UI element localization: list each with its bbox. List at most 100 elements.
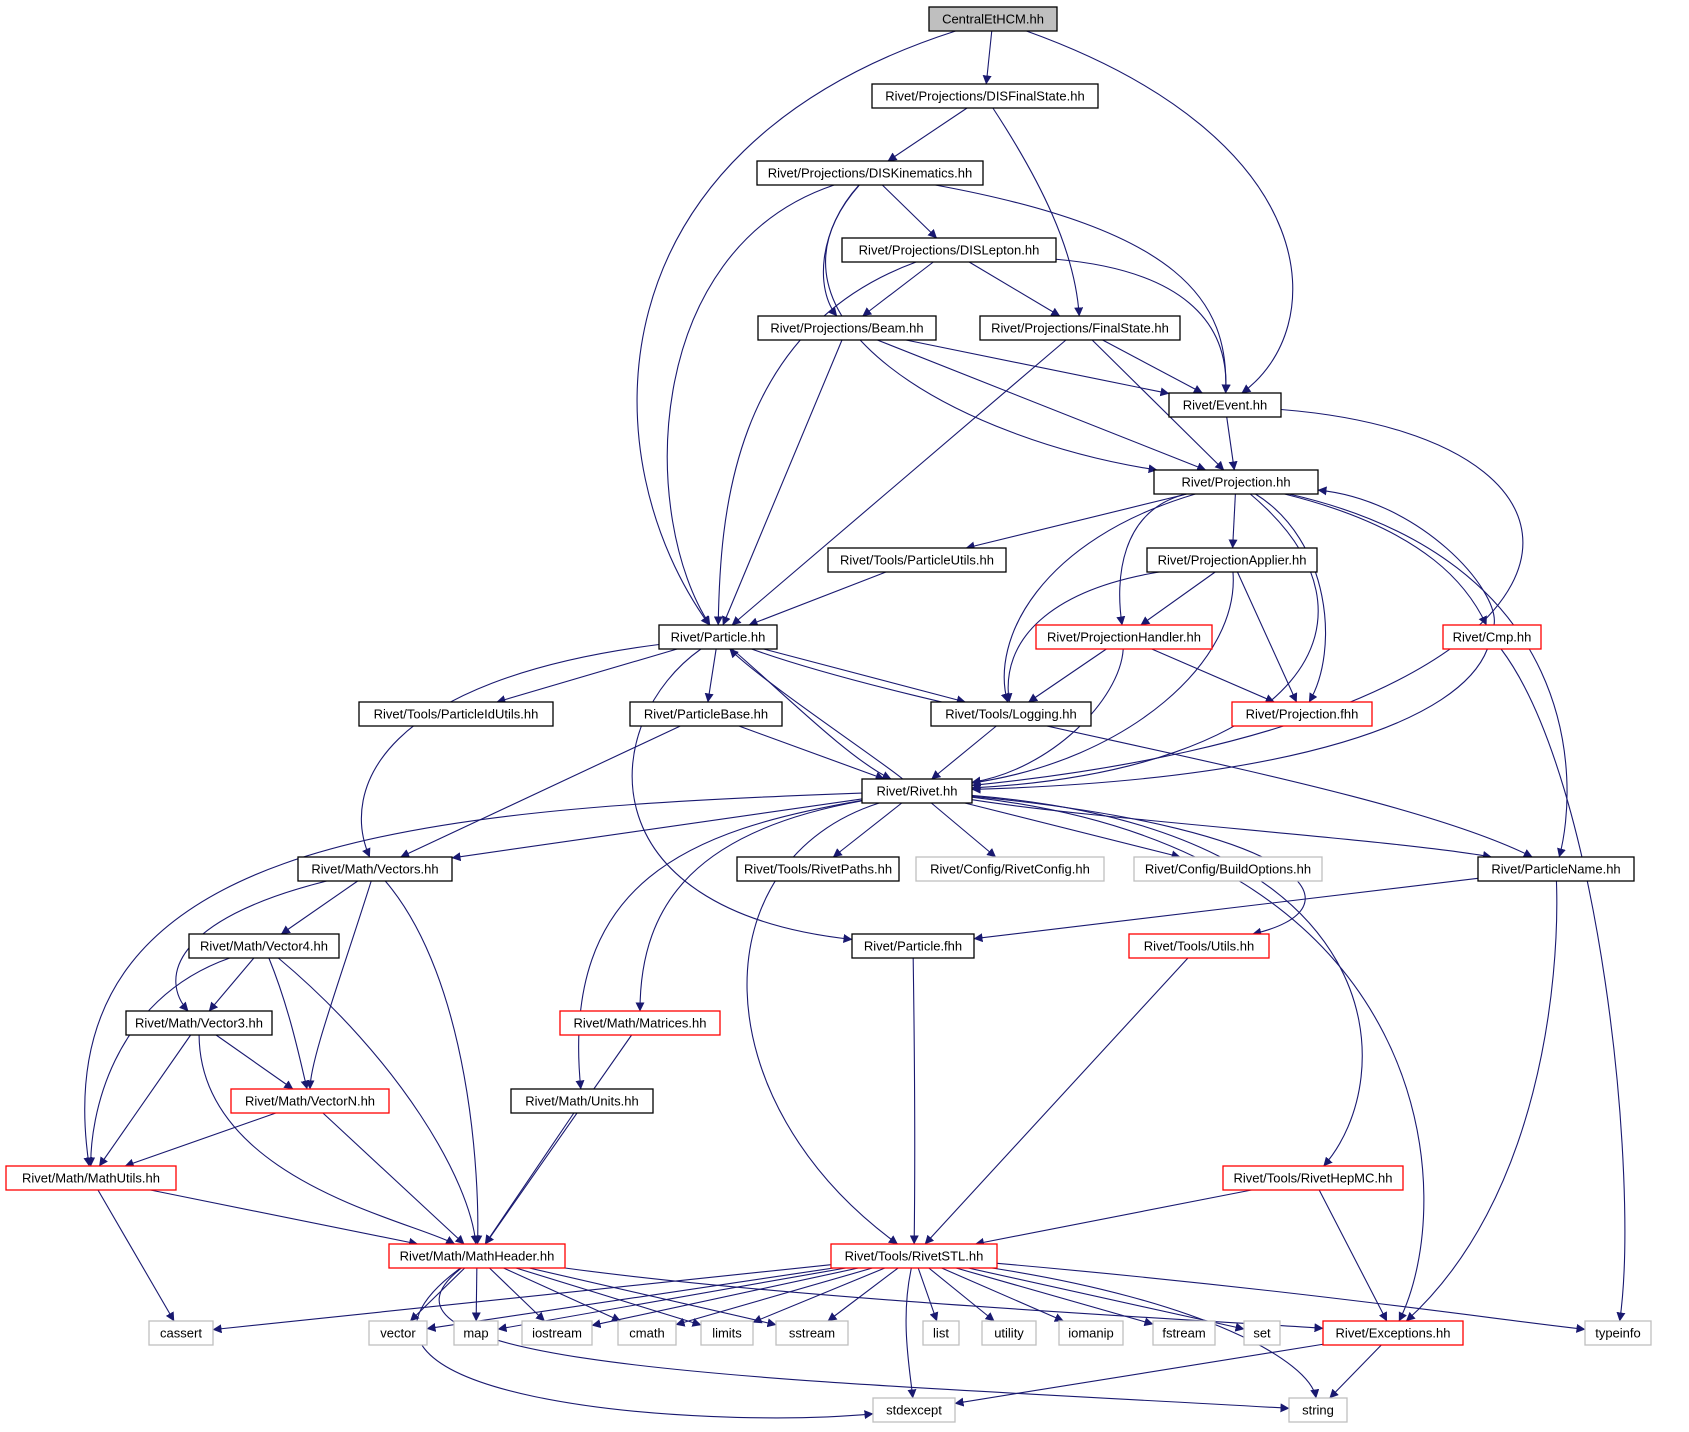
- edge-projection-to-partutils: [965, 493, 1188, 551]
- edge-dislep-to-finalstate: [968, 261, 1061, 317]
- node-box: [851, 933, 975, 959]
- node-projfhh[interactable]: Rivet/Projection.fhh: [1231, 701, 1373, 727]
- node-dislep[interactable]: Rivet/Projections/DISLepton.hh: [841, 237, 1057, 263]
- edge-diskin-to-projection: [825, 184, 1158, 474]
- node-label: Rivet/Math/MathHeader.hh: [400, 1249, 555, 1264]
- node-label: vector: [380, 1326, 416, 1341]
- node-cmp[interactable]: Rivet/Cmp.hh: [1442, 624, 1542, 650]
- node-box: [1222, 1165, 1404, 1191]
- edge-mathheader-to-sstream: [529, 1267, 777, 1328]
- node-particlefhh[interactable]: Rivet/Particle.fhh: [851, 933, 975, 959]
- edge-projhandler-to-rivet: [971, 648, 1124, 786]
- edge-rivetstl-to-typeinfo: [996, 1262, 1586, 1333]
- node-rivetstl[interactable]: Rivet/Tools/RivetSTL.hh: [830, 1243, 998, 1269]
- edge-projection-to-projfhh: [1255, 493, 1327, 703]
- node-box: [1477, 856, 1635, 882]
- edge-projapplier-to-rivet: [971, 571, 1234, 787]
- edge-rivetstl-to-map: [497, 1267, 846, 1333]
- node-box: [915, 856, 1105, 882]
- node-vector3[interactable]: Rivet/Math/Vector3.hh: [125, 1010, 273, 1036]
- edge-mathheader-to-vector: [409, 1267, 466, 1322]
- edge-projhandler-to-logging: [1028, 648, 1107, 703]
- node-box: [230, 1088, 390, 1114]
- node-buildopts: Rivet/Config/BuildOptions.hh: [1133, 856, 1323, 882]
- node-partidutils[interactable]: Rivet/Tools/ParticleIdUtils.hh: [358, 701, 554, 727]
- node-box: [148, 1320, 214, 1346]
- node-event[interactable]: Rivet/Event.hh: [1168, 392, 1282, 418]
- edge-disfs-to-diskin: [887, 107, 968, 162]
- edge-vectors-to-mathheader: [384, 880, 483, 1245]
- node-disfs[interactable]: Rivet/Projections/DISFinalState.hh: [871, 83, 1099, 109]
- edge-rivetstl-to-cassert: [212, 1264, 832, 1334]
- node-matrices[interactable]: Rivet/Math/Matrices.hh: [559, 1010, 721, 1036]
- node-label: stdexcept: [886, 1403, 942, 1418]
- node-box: [827, 547, 1007, 573]
- edge-disfs-to-finalstate: [992, 107, 1084, 317]
- node-label: Rivet/Config/BuildOptions.hh: [1145, 862, 1311, 877]
- node-finalstate[interactable]: Rivet/Projections/FinalState.hh: [979, 315, 1181, 341]
- node-projection[interactable]: Rivet/Projection.hh: [1153, 469, 1319, 495]
- node-projapplier[interactable]: Rivet/ProjectionApplier.hh: [1146, 547, 1318, 573]
- node-logging[interactable]: Rivet/Tools/Logging.hh: [930, 701, 1092, 727]
- node-box: [5, 1165, 177, 1191]
- edge-central-to-particle: [636, 30, 956, 626]
- node-label: Rivet/Tools/Logging.hh: [945, 707, 1077, 722]
- node-label: Rivet/Tools/RivetHepMC.hh: [1234, 1171, 1393, 1186]
- node-partbase[interactable]: Rivet/ParticleBase.hh: [629, 701, 783, 727]
- edge-rivet-to-rivetstl: [746, 802, 898, 1245]
- edge-rivet-to-particle: [729, 648, 904, 780]
- edge-rivetstl-to-sstream: [827, 1267, 899, 1322]
- node-units[interactable]: Rivet/Math/Units.hh: [510, 1088, 654, 1114]
- edge-hepmc-to-rivetstl: [974, 1189, 1252, 1247]
- node-rivetpaths[interactable]: Rivet/Tools/RivetPaths.hh: [736, 856, 900, 882]
- node-mathheader[interactable]: Rivet/Math/MathHeader.hh: [388, 1243, 566, 1269]
- edge-finalstate-to-particle: [731, 339, 1067, 626]
- edge-cmp-to-projection: [1317, 486, 1495, 626]
- edge-logging-to-rivet: [931, 725, 997, 780]
- edge-dislep-to-event: [1055, 258, 1231, 394]
- node-label: utility: [994, 1326, 1024, 1341]
- node-vectors[interactable]: Rivet/Math/Vectors.hh: [297, 856, 453, 882]
- edge-projhandler-to-projfhh: [1151, 648, 1275, 703]
- edge-particlefhh-to-rivetstl: [909, 957, 919, 1245]
- node-vector4[interactable]: Rivet/Math/Vector4.hh: [188, 933, 340, 959]
- node-partutils[interactable]: Rivet/Tools/ParticleUtils.hh: [827, 547, 1007, 573]
- node-projhandler[interactable]: Rivet/ProjectionHandler.hh: [1035, 624, 1213, 650]
- node-label: Rivet/Math/Vectors.hh: [311, 862, 438, 877]
- node-box: [188, 933, 340, 959]
- node-exceptions[interactable]: Rivet/Exceptions.hh: [1322, 1320, 1464, 1346]
- edge-rivetstl-to-cmath: [675, 1267, 873, 1327]
- edge-event-to-rivet: [971, 408, 1524, 790]
- edge-beam-to-particle: [722, 339, 843, 626]
- node-vectorn[interactable]: Rivet/Math/VectorN.hh: [230, 1088, 390, 1114]
- edge-vectorn-to-mathheader: [322, 1112, 465, 1245]
- node-rivet[interactable]: Rivet/Rivet.hh: [861, 778, 973, 804]
- node-label: Rivet/Exceptions.hh: [1336, 1326, 1451, 1341]
- node-box: [125, 1010, 273, 1036]
- edge-cmp-to-rivet: [971, 648, 1488, 794]
- node-beam[interactable]: Rivet/Projections/Beam.hh: [757, 315, 937, 341]
- node-label: list: [933, 1326, 949, 1341]
- node-utils[interactable]: Rivet/Tools/Utils.hh: [1128, 933, 1270, 959]
- edge-rivetstl-to-string: [991, 1267, 1320, 1399]
- edge-vector4-to-vectorn: [268, 957, 310, 1090]
- node-box: [658, 624, 778, 650]
- node-partname[interactable]: Rivet/ParticleName.hh: [1477, 856, 1635, 882]
- node-hepmc[interactable]: Rivet/Tools/RivetHepMC.hh: [1222, 1165, 1404, 1191]
- edge-projapplier-to-projfhh: [1236, 571, 1298, 703]
- edge-partutils-to-particle: [748, 571, 887, 627]
- node-label: Rivet/Tools/RivetPaths.hh: [744, 862, 892, 877]
- edge-partbase-to-rivet: [738, 725, 885, 781]
- node-box: [1128, 933, 1270, 959]
- node-box: [1133, 856, 1323, 882]
- edge-projection-to-projhandler: [1116, 493, 1187, 626]
- node-particle[interactable]: Rivet/Particle.hh: [658, 624, 778, 650]
- edge-cmp-to-typeinfo: [1500, 648, 1626, 1322]
- edge-partname-to-exceptions: [1405, 880, 1558, 1322]
- node-mathutils[interactable]: Rivet/Math/MathUtils.hh: [5, 1165, 177, 1191]
- node-central[interactable]: CentralEtHCM.hh: [928, 6, 1058, 32]
- node-utility: utility: [981, 1320, 1037, 1346]
- node-diskin[interactable]: Rivet/Projections/DISKinematics.hh: [756, 160, 984, 186]
- edge-vector3-to-vectorn: [215, 1034, 294, 1090]
